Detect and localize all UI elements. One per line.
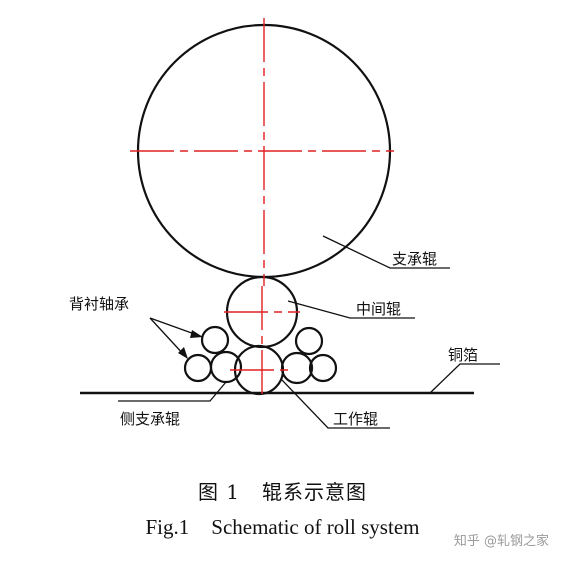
intermediate-roll-label: 中间辊 <box>356 300 401 318</box>
back-bearing-label: 背衬轴承 <box>69 295 129 313</box>
caption-english-text: Schematic of roll system <box>211 515 420 539</box>
back-bearing-left-upper <box>200 325 230 355</box>
back-bearing-leader-2 <box>149 317 186 357</box>
copper-foil-leader <box>429 363 500 394</box>
back-bearing-arrow-1 <box>190 330 203 338</box>
watermark: 知乎 @轧钢之家 <box>453 534 549 549</box>
backup-roll-leader <box>322 235 450 269</box>
work-roll-label: 工作辊 <box>333 410 378 428</box>
back-bearing-right-lower <box>308 353 338 383</box>
back-bearing-left-lower <box>183 353 213 383</box>
side-support-roll-left <box>209 350 243 384</box>
backup-roll-label: 支承辊 <box>392 250 437 268</box>
caption-english: Fig.1 Schematic of roll system <box>0 515 565 540</box>
copper-foil-label: 铜箔 <box>448 346 478 364</box>
side-support-roll-label: 侧支承辊 <box>120 410 180 428</box>
caption-chinese-text: 辊系示意图 <box>262 480 368 504</box>
back-bearing-right-upper <box>294 326 324 356</box>
work-roll-leader <box>281 379 390 429</box>
intermediate-roll-leader <box>287 300 415 319</box>
side-support-roll-right <box>280 351 314 385</box>
caption-chinese-number: 图 1 <box>197 480 241 504</box>
caption-chinese: 图 1 辊系示意图 <box>0 476 565 505</box>
caption-english-number: Fig.1 <box>145 515 190 539</box>
side-support-roll-leader <box>118 381 227 402</box>
back-bearing-arrow-2 <box>178 347 188 359</box>
